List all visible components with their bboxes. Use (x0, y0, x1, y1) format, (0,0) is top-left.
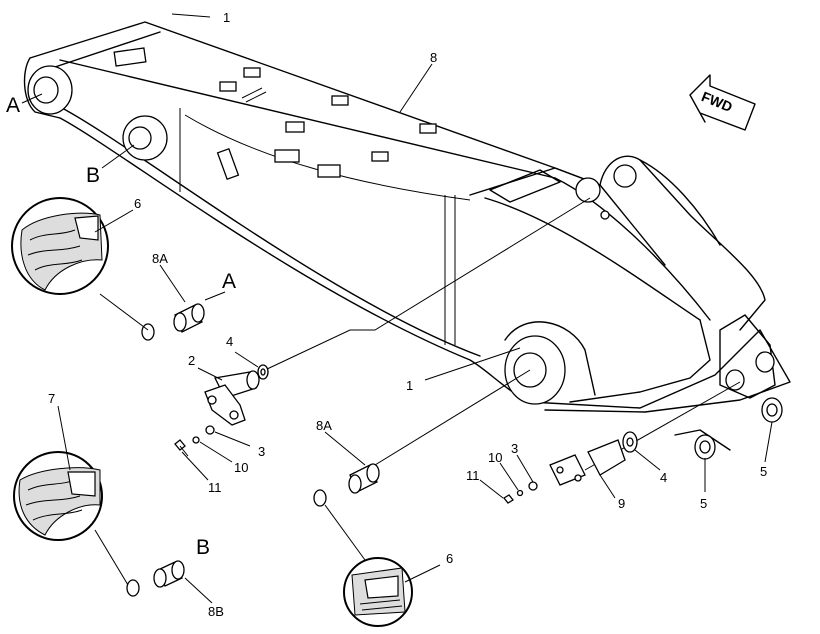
callout-9: 9 (618, 496, 625, 511)
section-ref-b-left: B (86, 164, 100, 187)
callout-7: 7 (48, 391, 55, 406)
callout-1-mid: 1 (406, 378, 413, 393)
callout-8a-bottom: 8A (316, 418, 332, 433)
callout-11-left: 11 (208, 480, 222, 495)
callout-4-left: 4 (226, 334, 233, 349)
callout-8b: 8B (208, 604, 224, 619)
fwd-label: FWD (699, 88, 735, 115)
callout-3-left: 3 (258, 444, 265, 459)
boom-assembly (23, 21, 791, 451)
pin-assembly-right (503, 381, 783, 504)
callout-8a-top: 8A (152, 251, 168, 266)
seal-detail-bottom (324, 504, 413, 627)
callout-3-right: 3 (511, 441, 518, 456)
forward-direction-icon: FWD (689, 74, 756, 131)
section-ref-b-right: B (196, 536, 210, 559)
pin-assembly-left (174, 197, 591, 457)
callout-5-right: 5 (760, 464, 767, 479)
seal-detail-top (11, 197, 149, 331)
callout-4-right: 4 (660, 470, 667, 485)
callout-10-left: 10 (234, 460, 248, 475)
callout-leaders (57, 13, 773, 604)
bushing-8b (126, 560, 185, 597)
section-refs: A B A B (6, 93, 236, 559)
callout-6-bottom: 6 (446, 551, 453, 566)
bushing-8a-bottom (313, 369, 531, 507)
callout-6-top: 6 (134, 196, 141, 211)
callout-11-right: 11 (466, 468, 480, 483)
callout-8: 8 (430, 50, 437, 65)
bushing-8a-top (141, 291, 226, 341)
seal-detail-middle (13, 451, 129, 586)
callout-1-top: 1 (223, 10, 230, 25)
section-ref-a-left: A (6, 94, 20, 117)
callout-10-right: 10 (488, 450, 502, 465)
callout-5-mid: 5 (700, 496, 707, 511)
section-ref-a-right: A (222, 270, 236, 293)
callout-labels: 1 8 6 8A 2 4 1 3 10 11 7 8A 3 10 11 9 4 … (48, 10, 767, 619)
callout-2: 2 (188, 353, 195, 368)
